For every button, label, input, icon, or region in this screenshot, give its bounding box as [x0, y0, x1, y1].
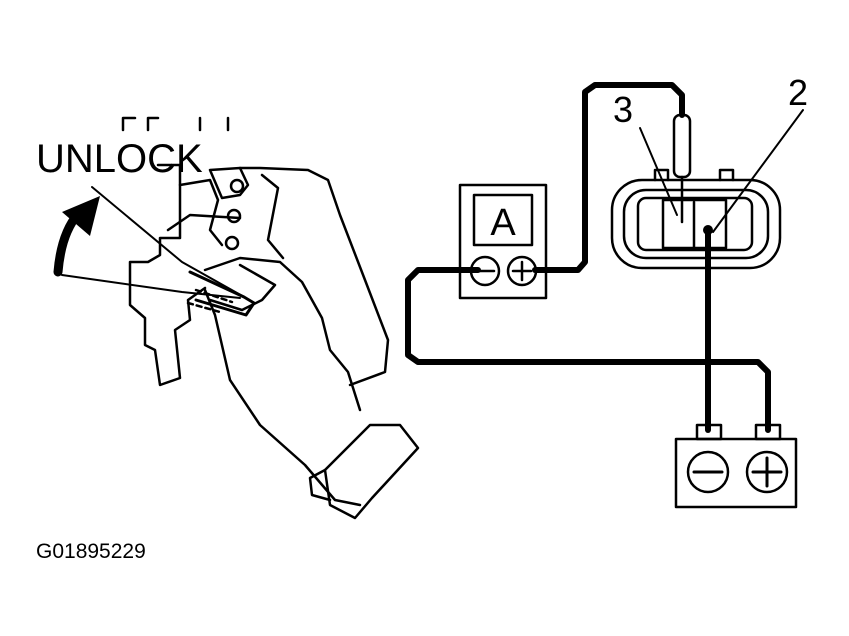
- door-lock-mechanism: [61, 116, 420, 520]
- callout-3: 3: [613, 89, 633, 130]
- callout-2: 2: [788, 72, 808, 113]
- callout-leaders: [639, 109, 804, 233]
- test-probe: [672, 113, 692, 224]
- figure-id: G01895229: [36, 540, 146, 563]
- battery: [674, 423, 798, 509]
- terminal-2-contact: [703, 225, 713, 235]
- unlock-arrow-icon: [53, 196, 100, 277]
- connector: [610, 168, 782, 270]
- ammeter-negative-terminal: [469, 255, 501, 287]
- battery-negative-terminal: [686, 450, 730, 494]
- ammeter: A: [458, 183, 548, 300]
- battery-positive-terminal: [745, 450, 789, 494]
- ammeter-positive-terminal: [506, 255, 538, 287]
- circuit-wires: [405, 82, 771, 433]
- unlock-label: UNLOCK: [36, 137, 203, 181]
- ammeter-symbol: A: [490, 202, 516, 244]
